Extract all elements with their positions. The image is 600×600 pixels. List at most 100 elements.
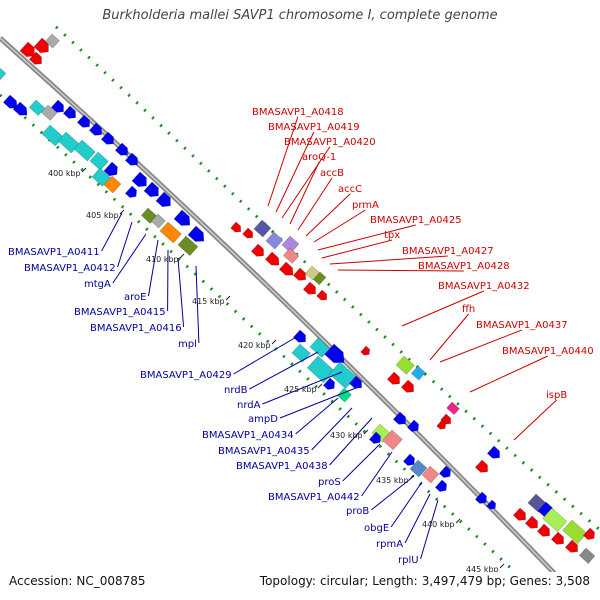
gene-feature[interactable] bbox=[421, 465, 440, 484]
gene-feature[interactable] bbox=[89, 151, 109, 171]
gene-feature[interactable] bbox=[124, 185, 139, 200]
gene-feature[interactable] bbox=[28, 99, 46, 116]
reverse-gene-label[interactable]: ispB bbox=[546, 390, 567, 401]
gene-feature[interactable] bbox=[536, 523, 553, 539]
forward-gene-label[interactable]: rplU bbox=[398, 555, 419, 566]
gene-feature[interactable] bbox=[316, 289, 330, 303]
reverse-gene-label[interactable]: BMASAVP1_A0440 bbox=[502, 346, 594, 357]
gene-feature[interactable] bbox=[103, 175, 122, 194]
gene-feature[interactable] bbox=[50, 99, 67, 115]
forward-gene-label[interactable]: BMASAVP1_A0412 bbox=[24, 263, 116, 274]
gene-feature[interactable] bbox=[395, 355, 415, 375]
gene-feature[interactable] bbox=[550, 531, 567, 547]
gene-feature[interactable] bbox=[12, 101, 30, 119]
gene-feature[interactable] bbox=[436, 419, 448, 431]
gene-feature[interactable] bbox=[187, 225, 208, 246]
reverse-gene-label[interactable]: BMASAVP1_A0425 bbox=[370, 215, 462, 226]
gene-feature[interactable] bbox=[0, 67, 7, 82]
forward-gene-label[interactable]: rpmA bbox=[376, 539, 403, 550]
gene-feature[interactable] bbox=[486, 445, 503, 461]
forward-gene-label[interactable]: BMASAVP1_A0416 bbox=[90, 323, 182, 334]
gene-feature[interactable] bbox=[76, 114, 93, 130]
gene-feature[interactable] bbox=[265, 231, 284, 250]
gene-feature[interactable] bbox=[44, 33, 60, 49]
gene-feature[interactable] bbox=[474, 491, 489, 506]
gene-feature[interactable] bbox=[114, 142, 131, 158]
gene-feature[interactable] bbox=[524, 515, 541, 531]
reverse-gene-label[interactable]: BMASAVP1_A0427 bbox=[402, 246, 494, 257]
gene-feature[interactable] bbox=[150, 213, 166, 229]
gene-feature[interactable] bbox=[250, 243, 267, 259]
forward-gene-label[interactable]: BMASAVP1_A0435 bbox=[218, 446, 310, 457]
reverse-gene-label[interactable]: BMASAVP1_A0420 bbox=[284, 137, 376, 148]
gene-feature[interactable] bbox=[291, 343, 311, 363]
gene-feature[interactable] bbox=[312, 271, 327, 286]
gene-feature[interactable] bbox=[40, 104, 58, 121]
forward-gene-label[interactable]: ampD bbox=[248, 414, 278, 425]
forward-gene-label[interactable]: aroE bbox=[124, 292, 146, 303]
forward-gene-label[interactable]: BMASAVP1_A0438 bbox=[236, 461, 328, 472]
gene-feature[interactable] bbox=[292, 267, 309, 283]
gene-feature[interactable] bbox=[28, 51, 45, 67]
forward-gene-label[interactable]: BMASAVP1_A0434 bbox=[202, 430, 294, 441]
reverse-gene-label[interactable]: aroQ-1 bbox=[302, 152, 336, 163]
gene-feature[interactable] bbox=[360, 345, 372, 357]
gene-feature[interactable] bbox=[302, 281, 319, 297]
gene-feature[interactable] bbox=[253, 219, 272, 238]
forward-gene-label[interactable]: mpl bbox=[178, 339, 197, 350]
gene-feature[interactable] bbox=[486, 499, 498, 511]
reverse-gene-label[interactable]: tpx bbox=[384, 230, 400, 241]
gene-feature[interactable] bbox=[2, 94, 20, 112]
forward-gene-label[interactable]: nrdB bbox=[224, 385, 248, 396]
forward-gene-label[interactable]: proS bbox=[318, 477, 341, 488]
gene-feature[interactable] bbox=[306, 355, 335, 384]
forward-gene-label[interactable]: nrdA bbox=[237, 400, 261, 411]
gene-feature[interactable] bbox=[400, 379, 417, 395]
gene-feature[interactable] bbox=[155, 191, 174, 210]
gene-feature[interactable] bbox=[434, 479, 449, 494]
gene-feature[interactable] bbox=[562, 519, 588, 545]
gene-feature[interactable] bbox=[177, 235, 199, 257]
gene-feature[interactable] bbox=[406, 419, 421, 434]
forward-gene-label[interactable]: BMASAVP1_A0429 bbox=[140, 370, 232, 381]
reverse-gene-label[interactable]: accC bbox=[338, 184, 362, 195]
gene-feature[interactable] bbox=[582, 527, 597, 542]
gene-feature[interactable] bbox=[512, 507, 529, 523]
gene-feature[interactable] bbox=[100, 131, 117, 147]
gene-feature[interactable] bbox=[131, 171, 150, 190]
forward-gene-label[interactable]: BMASAVP1_A0415 bbox=[74, 307, 166, 318]
gene-feature[interactable] bbox=[382, 429, 403, 451]
gene-feature[interactable] bbox=[88, 122, 105, 138]
gene-feature[interactable] bbox=[542, 507, 568, 533]
gene-feature[interactable] bbox=[278, 261, 296, 279]
gene-feature[interactable] bbox=[410, 365, 426, 381]
reverse-gene-label[interactable]: BMASAVP1_A0428 bbox=[418, 261, 510, 272]
gene-feature[interactable] bbox=[348, 375, 365, 391]
gene-feature[interactable] bbox=[564, 539, 581, 555]
reverse-gene-label[interactable]: prmA bbox=[352, 200, 379, 211]
gene-feature[interactable] bbox=[103, 161, 121, 179]
gene-feature[interactable] bbox=[242, 227, 256, 241]
reverse-gene-label[interactable]: BMASAVP1_A0418 bbox=[252, 107, 344, 118]
gene-feature[interactable] bbox=[446, 401, 460, 416]
reverse-gene-label[interactable]: BMASAVP1_A0432 bbox=[438, 281, 530, 292]
gene-feature[interactable] bbox=[124, 152, 141, 168]
gene-feature[interactable] bbox=[438, 465, 453, 480]
reverse-gene-label[interactable]: ffh bbox=[462, 304, 475, 315]
gene-feature[interactable] bbox=[474, 459, 491, 475]
gene-feature[interactable] bbox=[402, 453, 417, 468]
reverse-gene-label[interactable]: accB bbox=[320, 168, 344, 179]
gene-feature[interactable] bbox=[578, 547, 596, 564]
gene-feature[interactable] bbox=[91, 167, 111, 187]
gene-feature[interactable] bbox=[386, 371, 403, 387]
gene-feature[interactable] bbox=[392, 411, 409, 427]
gene-feature[interactable] bbox=[324, 343, 349, 368]
gene-feature[interactable] bbox=[19, 41, 38, 60]
gene-feature[interactable] bbox=[322, 377, 337, 392]
forward-gene-label[interactable]: obgE bbox=[364, 523, 389, 534]
forward-gene-label[interactable]: BMASAVP1_A0442 bbox=[268, 492, 360, 503]
gene-feature[interactable] bbox=[264, 251, 282, 269]
gene-feature[interactable] bbox=[62, 105, 79, 121]
gene-feature[interactable] bbox=[230, 221, 244, 235]
gene-feature[interactable] bbox=[563, 588, 576, 600]
